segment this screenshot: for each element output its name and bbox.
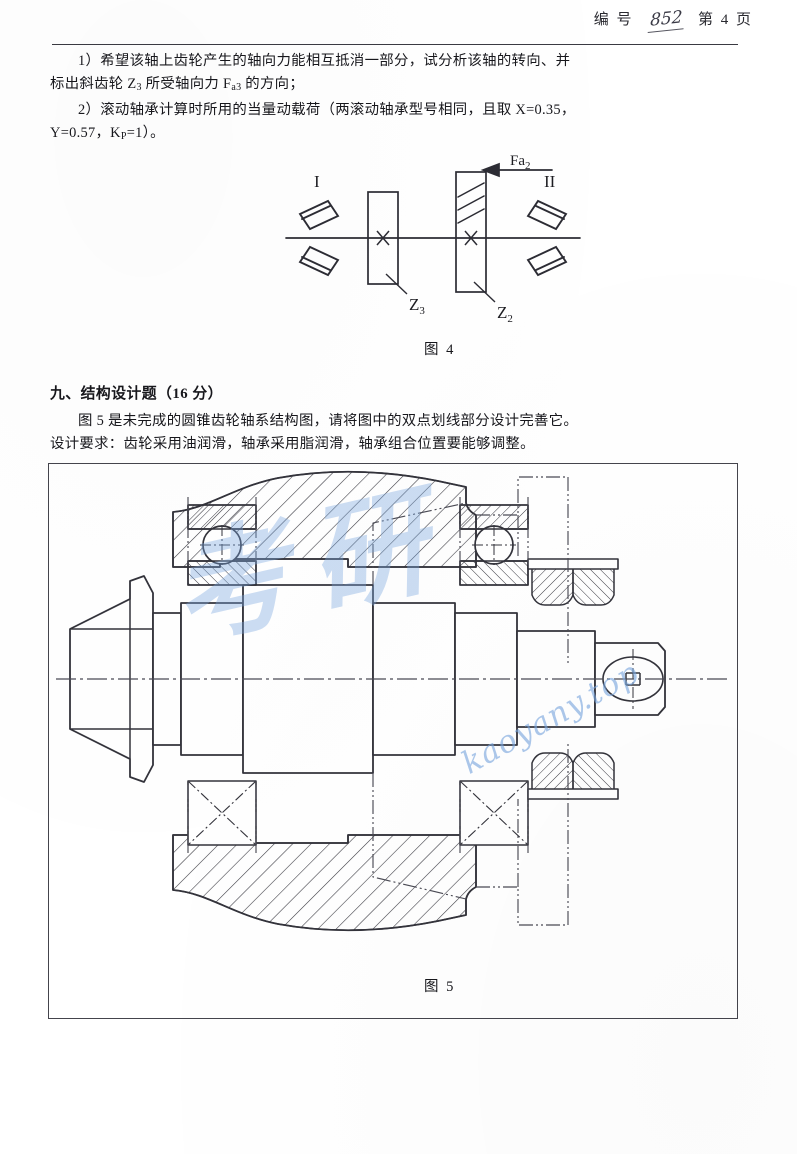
force-fa2-arrow	[480, 162, 553, 178]
section-9-line-2: 设计要求：齿轮采用油润滑，轴承采用脂润滑，轴承组合位置要能够调整。	[50, 433, 740, 456]
question-2-text-c: =1）。	[126, 125, 165, 141]
housing-lower	[172, 834, 477, 932]
bearing-symbol-right	[526, 199, 568, 277]
question-1-text-c: 所受轴向力 F	[141, 76, 232, 92]
gear3-subscript: 3	[136, 82, 142, 93]
figure-5-frame	[48, 463, 738, 1019]
section-9-block: 九、结构设计题（16 分） 图 5 是未完成的圆锥齿轮轴系结构图，请将图中的双点…	[50, 383, 740, 456]
handwritten-number: 852	[647, 6, 685, 34]
question-1-text: 希望该轴上齿轮产生的轴向力能相互抵消一部分，试分析该轴的转向、并	[100, 53, 571, 69]
question-block-continued: 1）希望该轴上齿轮产生的轴向力能相互抵消一部分，试分析该轴的转向、并 标出斜齿轮…	[50, 50, 740, 148]
shaft-cross-marks	[376, 230, 478, 246]
gear-z2-helix-hatch	[457, 182, 485, 224]
bearing-right-centre-marks	[472, 525, 516, 565]
question-2-text: 滚动轴承计算时所用的当量动载荷（两滚动轴承型号相同，且取 X=0.35，	[100, 102, 576, 118]
gear-z3-body	[367, 191, 399, 285]
figure-4-caption: 图 4	[424, 342, 456, 358]
gear-leader-lines	[385, 273, 496, 303]
section-9-text-2: 设计要求：齿轮采用油润滑，轴承采用脂润滑，轴承组合位置要能够调整。	[50, 436, 535, 452]
double-dot-dash-design-outline	[187, 476, 569, 926]
figure-5-bevel-gear-shaft-assembly	[56, 470, 730, 932]
kp-subscript: P	[120, 131, 127, 142]
undefined-region-left-lower	[187, 780, 257, 846]
question-1-line-2: 标出斜齿轮 Z3 所受轴向力 Fa3 的方向；	[50, 73, 740, 99]
question-1-line-1: 1）希望该轴上齿轮产生的轴向力能相互抵消一部分，试分析该轴的转向、并	[50, 50, 740, 73]
locknut-upper	[527, 558, 619, 606]
question-2-line-2: Y=0.57，KP=1）。	[50, 122, 740, 148]
question-2-text-b: Y=0.57，K	[50, 125, 121, 141]
support-label-I: I	[314, 172, 320, 191]
gear-label-z3: Z3	[409, 295, 425, 317]
question-1-marker: 1）	[78, 53, 101, 69]
section-9-text-1: 图 5 是未完成的圆锥齿轮轴系结构图，请将图中的双点划线部分设计完善它。	[78, 413, 579, 429]
figure-5-caption: 图 5	[424, 979, 456, 995]
section-9-title: 九、结构设计题（16 分）	[50, 386, 223, 402]
force-a3-subscript: a3	[231, 82, 242, 93]
number-label: 编 号	[593, 12, 634, 28]
bearing-left-centre-marks	[200, 525, 244, 565]
page-number-label: 第 4 页	[697, 12, 753, 28]
force-label-fa2: Fa2	[510, 153, 531, 172]
gear-z2-body	[455, 171, 487, 293]
gear-label-z2: Z2	[497, 303, 513, 325]
figure-4-shaft-diagram: I II Fa2 Z3 Z2	[285, 153, 581, 325]
page-header: 编 号 852 第 4 页	[593, 6, 753, 34]
undefined-region-right-lower	[459, 780, 529, 846]
header-divider	[52, 44, 738, 45]
question-1-text-d: 的方向；	[241, 76, 305, 92]
question-1-text-b: 标出斜齿轮 Z	[50, 76, 137, 92]
locknut-lower	[527, 752, 619, 800]
support-label-II: II	[544, 172, 556, 191]
question-2-marker: 2）	[78, 102, 101, 118]
bearing-symbol-left	[298, 199, 340, 277]
question-2-line-1: 2）滚动轴承计算时所用的当量动载荷（两滚动轴承型号相同，且取 X=0.35，	[50, 99, 740, 122]
section-9-line-1: 图 5 是未完成的圆锥齿轮轴系结构图，请将图中的双点划线部分设计完善它。	[50, 410, 740, 433]
